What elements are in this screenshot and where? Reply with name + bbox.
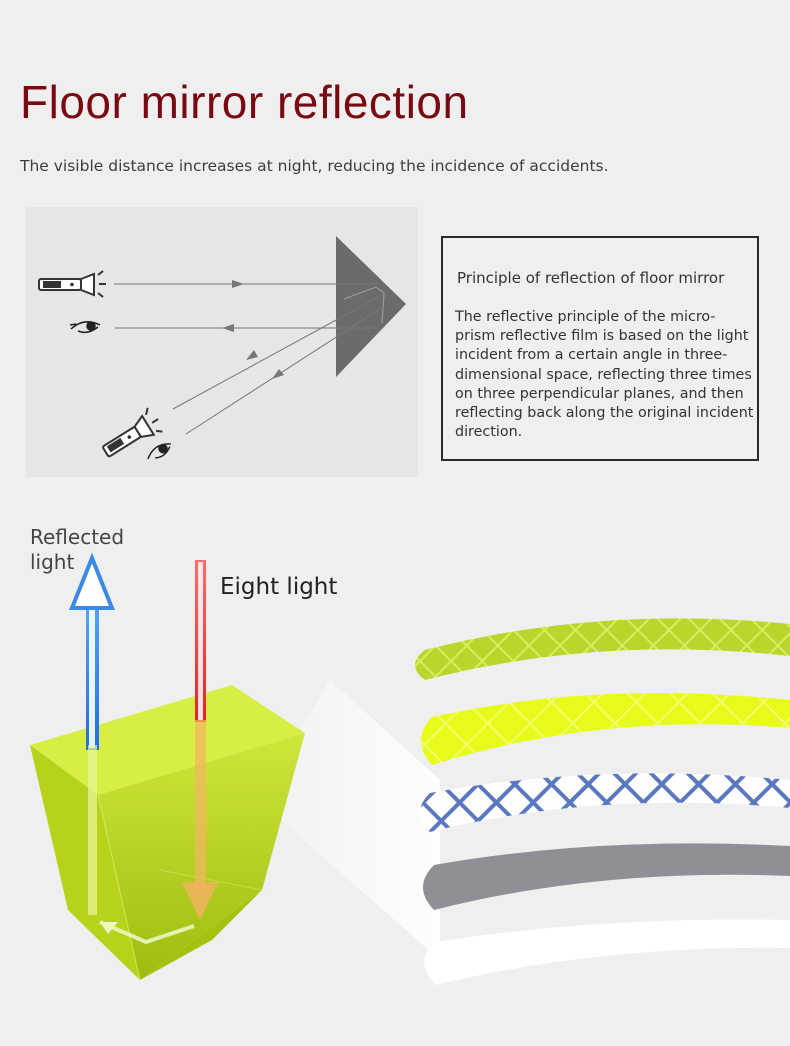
incident-light-label: Eight light	[220, 574, 338, 600]
flashlight-icon	[38, 270, 106, 298]
prism-illustration	[0, 490, 790, 1046]
reflective-strip-gray	[423, 843, 790, 910]
prism-icon	[336, 236, 406, 377]
flashlight-icon	[102, 407, 163, 458]
eye-icon	[147, 443, 171, 460]
principle-body: The reflective principle of the micro-pr…	[455, 309, 754, 441]
reflection-diagram	[26, 207, 418, 477]
reflective-strip-yellow	[421, 692, 790, 765]
reflective-strip-blue	[420, 773, 790, 832]
page-title: Floor mirror reflection	[20, 76, 469, 128]
page-subtitle: The visible distance increases at night,…	[20, 157, 609, 175]
reflective-strip-white	[424, 919, 790, 985]
reflected-light-label: Reflected light	[30, 525, 125, 574]
principle-title: Principle of reflection of floor mirror	[457, 269, 725, 287]
eye-icon	[69, 321, 101, 334]
principle-box: Principle of reflection of floor mirror …	[441, 236, 759, 461]
reflective-strip-lime	[415, 618, 790, 680]
